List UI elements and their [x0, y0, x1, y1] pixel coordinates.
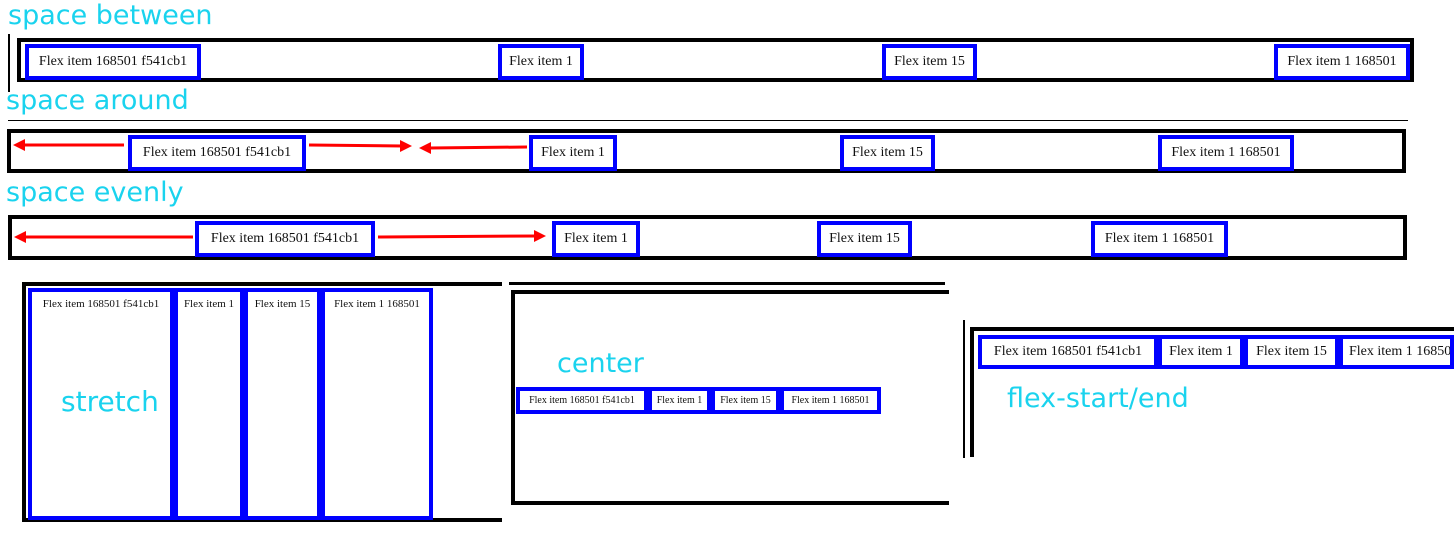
flex-item: Flex item 1 168501: [1091, 221, 1228, 257]
flex-item: Flex item 15: [840, 135, 935, 171]
flex-item: Flex item 168501 f541cb1: [28, 288, 174, 520]
flex-item: Flex item 168501 f541cb1: [128, 135, 306, 171]
flex-item: Flex item 1: [552, 221, 640, 257]
flex-item: Flex item 1 168501: [321, 288, 433, 520]
flex-item: Flex item 168501 f541cb1: [195, 221, 375, 257]
flex-item: Flex item 15: [817, 221, 912, 257]
flex-item: Flex item 1: [529, 135, 617, 171]
flex-container-stretch: Flex item 168501 f541cb1 Flex item 1 Fle…: [22, 282, 502, 522]
flex-item: Flex item 1: [648, 387, 711, 414]
flex-item: Flex item 168501 f541cb1: [25, 44, 201, 80]
flex-item: Flex item 15: [711, 387, 780, 414]
center-label: center: [557, 348, 644, 379]
flex-item: Flex item 1: [1158, 335, 1244, 369]
container-top-edge: [509, 282, 945, 285]
container-edge-line: [8, 34, 10, 92]
flex-container-space-evenly: Flex item 168501 f541cb1 Flex item 1 Fle…: [8, 215, 1407, 260]
flex-item: Flex item 1: [498, 44, 584, 80]
space-around-label: space around: [6, 85, 189, 116]
flex-item: Flex item 168501 f541cb1: [978, 335, 1158, 369]
flex-item: Flex item 1 168501: [780, 387, 881, 414]
space-evenly-label: space evenly: [6, 177, 184, 208]
flex-item: Flex item 168501 f541cb1: [516, 387, 648, 414]
flex-container-space-between: Flex item 168501 f541cb1 Flex item 1 Fle…: [17, 38, 1414, 82]
flex-start-end-label: flex-start/end: [1007, 383, 1189, 414]
flex-item: Flex item 1 168501: [1158, 135, 1294, 171]
container-edge-line: [963, 320, 965, 458]
flex-item: Flex item 15: [244, 288, 321, 520]
flex-item: Flex item 15: [882, 44, 977, 80]
flex-container-center: Flex item 168501 f541cb1 Flex item 1 Fle…: [511, 290, 949, 505]
flex-item: Flex item 1 168501: [1274, 44, 1410, 80]
flex-container-space-around: Flex item 168501 f541cb1 Flex item 1 Fle…: [7, 129, 1406, 173]
flex-item: Flex item 1 168501: [1339, 335, 1454, 369]
flex-container-flex-start-end: Flex item 168501 f541cb1 Flex item 1 Fle…: [970, 327, 1454, 457]
stretch-label: stretch: [61, 385, 159, 418]
flex-item: Flex item 1: [174, 288, 244, 520]
divider-line: [8, 120, 1408, 121]
space-between-label: space between: [8, 0, 213, 31]
flex-item: Flex item 15: [1244, 335, 1339, 369]
